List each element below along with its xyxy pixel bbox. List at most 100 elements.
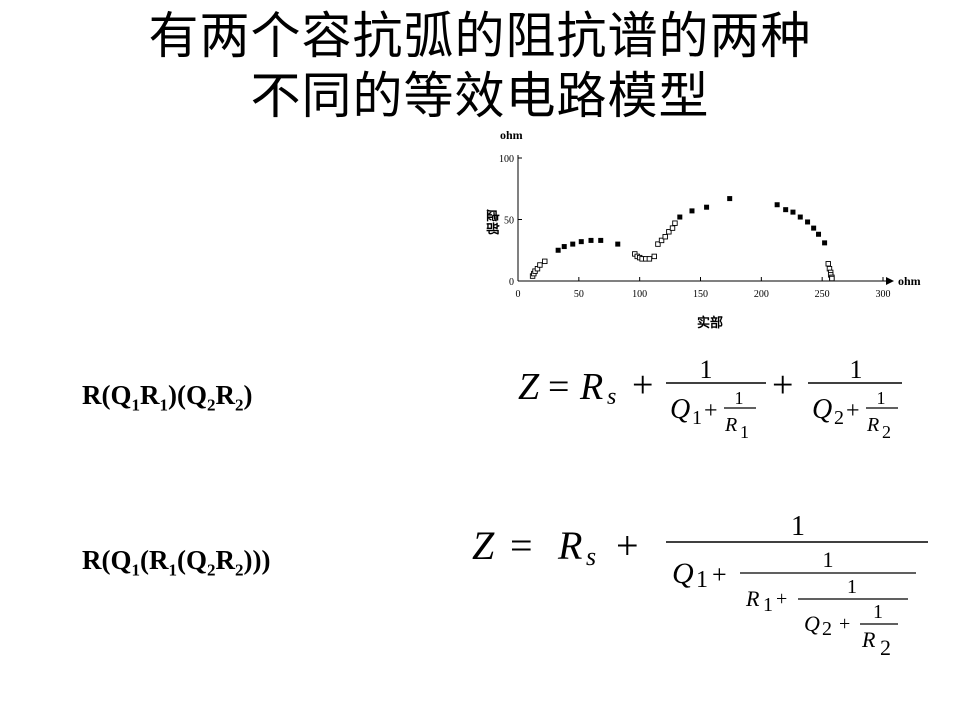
data-point-filled [790,209,796,215]
eq1-R1-sub: 1 [740,422,749,442]
circuit-code-2-sub: 1 [168,560,178,580]
eq2-num-3: 1 [847,576,857,598]
data-point-open [537,262,543,268]
eq2-Z: Z [472,523,495,568]
eq2-plus-3: + [776,588,787,610]
eq1-Q2: Q [812,394,832,425]
circuit-code-1-part: R(Q [82,380,132,410]
circuit-code-2-part: (Q [177,545,207,575]
data-point-open [662,234,668,240]
circuit-code-1-part: R [215,380,235,410]
slide-title-line-1: 有两个容抗弧的阻抗谱的两种 [148,7,812,65]
chart-axes [517,155,894,285]
data-point-open [651,253,657,260]
y-tick-label: 0 [509,277,514,288]
data-point-filled [570,241,576,247]
data-point-filled [811,225,817,231]
data-point-open [669,225,676,231]
x-tick-label: 300 [876,289,891,300]
data-point-filled [677,214,683,220]
equation-series-model: Z = R s + 1 Q 1 + 1 R 1 + 1 Q 2 + 1 R 2 [518,355,902,442]
circuit-code-2: R(Q1(R1(Q2R2))) [82,545,270,580]
eq2-R1: R [745,586,760,611]
x-axis-title: 实部 [697,315,723,331]
y-tick-label: 100 [499,154,514,165]
eq1-R1: R [724,414,737,436]
eq1-Q1-sub: 1 [692,407,702,429]
data-point-filled [598,237,604,243]
data-point-filled [704,204,710,210]
data-point-filled [578,239,584,245]
x-tick-label: 250 [815,289,830,300]
circuit-code-2-sub: 1 [131,560,141,580]
eq2-num-outer: 1 [791,511,805,542]
y-tick-label: 50 [504,216,514,227]
eq1-num-1: 1 [700,355,713,384]
y-axis-title: 虚部 [484,209,500,235]
eq2-R1-sub: 1 [763,594,773,616]
data-point-filled [783,207,789,213]
circuit-code-1-part: R [140,380,160,410]
data-point-filled [615,241,621,247]
data-point-open [646,256,653,262]
circuit-code-1-sub: 2 [234,395,244,415]
eq1-s-sub: s [607,384,616,410]
eq1-R2: R [866,414,879,436]
x-tick-label: 100 [632,289,647,300]
x-unit-label: ohm [898,274,921,288]
eq2-R2: R [861,627,876,652]
data-point-open [829,275,835,282]
eq1-Z: Z [518,366,540,408]
data-point-filled [588,237,594,243]
circuit-code-2-part: R(Q [82,545,132,575]
eq1-R: R [579,366,603,408]
eq2-Q1-sub: 1 [696,567,708,593]
circuit-code-1-part: ) [243,380,253,410]
eq2-num-2: 1 [823,547,834,572]
eq1-inner-num-1: 1 [735,388,744,408]
eq1-plus-2: + [772,364,793,406]
eq1-plus-inner-2: + [846,398,860,424]
circuit-code-1: R(Q1R1)(Q2R2) [82,380,252,415]
eq2-plus: + [616,523,639,568]
data-point-filled [816,231,822,237]
eq2-plus-2: + [712,560,727,589]
data-point-filled [727,196,733,202]
x-tick-label: 200 [754,289,769,300]
eq2-plus-4: + [839,613,850,635]
eq2-Q2: Q [804,611,820,636]
data-point-filled [805,219,811,225]
circuit-code-1-sub: 1 [159,395,169,415]
equation-nested-model: Z = R s + 1 Q 1 + 1 R 1 + 1 Q 2 + 1 R 2 [472,511,928,660]
eq1-R2-sub: 2 [882,422,891,442]
data-point-filled [561,244,567,250]
data-point-open [658,237,665,244]
data-point-filled [689,208,695,214]
x-tick-label: 50 [574,289,584,300]
eq1-plus-1: + [632,364,653,406]
data-point-open [542,258,548,265]
eq1-equals: = [548,366,569,408]
data-point-filled [774,202,780,208]
eq2-R: R [557,523,582,568]
eq2-s-sub: s [586,542,596,571]
circuit-code-1-part: )(Q [168,380,207,410]
data-point-open [825,261,831,267]
data-point-filled [555,247,561,253]
x-tick-label: 0 [516,289,521,300]
data-point-filled [797,214,803,220]
data-point-open [672,220,678,226]
circuit-code-1-sub: 2 [206,395,216,415]
eq1-Q2-sub: 2 [834,407,844,429]
circuit-code-2-sub: 2 [235,560,244,580]
data-point-open [655,241,661,247]
eq1-plus-inner-1: + [704,398,718,424]
circuit-code-1-sub: 1 [131,395,141,415]
circuit-code-2-part: ))) [243,545,271,575]
eq2-num-4: 1 [873,601,883,623]
circuit-code-2-part: (R [140,545,169,575]
eq2-equals: = [510,523,533,568]
y-unit-label: ohm [500,128,523,142]
circuit-code-2-sub: 2 [207,560,216,580]
